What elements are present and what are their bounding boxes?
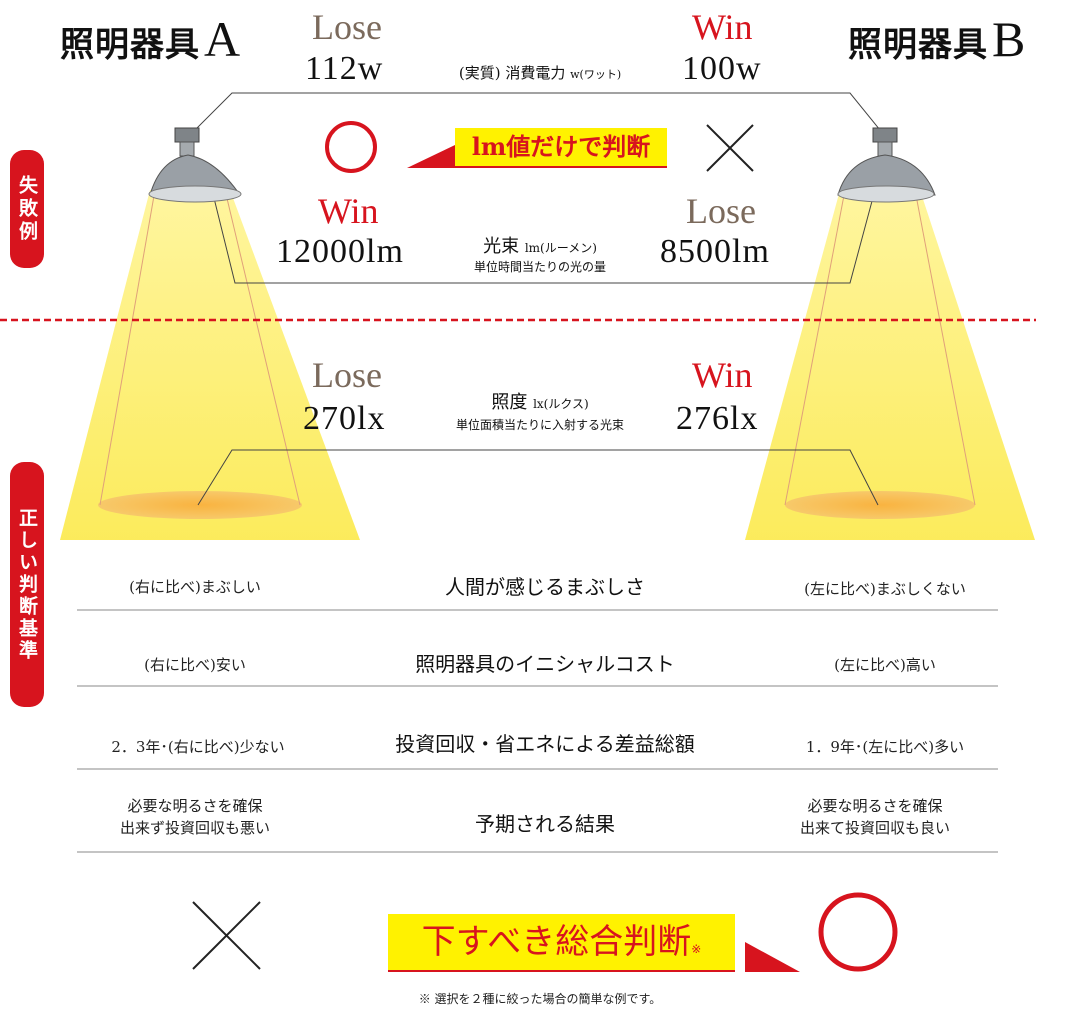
row-cost-left: (右に比べ)安い (144, 656, 246, 674)
beam-a (60, 190, 360, 540)
lamp-a-icon (148, 127, 242, 203)
final-banner-mark: ※ (691, 942, 702, 956)
circle-mark-icon (325, 121, 377, 173)
power-a-verdict: Lose (312, 7, 382, 47)
row-cost-center: 照明器具のイニシャルコスト (415, 652, 675, 676)
row-result-left: 必要な明るさを確保 出来ず投資回収も悪い (119, 797, 270, 837)
lumen-b-verdict: Lose (686, 191, 756, 231)
lux-sub: 単位面積当たりに入射する光束 (455, 418, 624, 432)
footnote: ※ 選択を２種に絞った場合の簡単な例です。 (418, 992, 662, 1006)
lux-a-value: 270lx (303, 400, 386, 437)
lumen-b-value: 8500lm (660, 233, 770, 270)
power-a-value: 112w (305, 50, 384, 87)
row-result-center: 予期される結果 (475, 812, 615, 836)
failure-example-tab: 失敗例 (10, 150, 44, 268)
lumen-label: 光束 lm(ルーメン) (483, 236, 597, 257)
power-b-value: 100w (682, 50, 762, 87)
final-judgement-banner: 下すべき総合判断※ (388, 914, 735, 972)
power-label: (実質) 消費電力 w(ワット) (458, 64, 622, 82)
final-circle-mark-icon (818, 892, 898, 972)
lux-b-value: 276lx (676, 400, 759, 437)
row-result-right: 必要な明るさを確保 出来て投資回収も良い (799, 797, 950, 837)
banner-arrow-icon (407, 145, 455, 168)
lamp-b-icon (837, 127, 936, 203)
light-pool-b (785, 491, 975, 519)
lumen-a-value: 12000lm (276, 233, 404, 270)
fixture-a-letter: A (204, 11, 242, 67)
beam-b (745, 190, 1035, 540)
lux-a-verdict: Lose (312, 355, 382, 395)
final-arrow-icon (745, 942, 800, 972)
row-glare-center: 人間が感じるまぶしさ (445, 575, 645, 599)
power-connector (194, 92, 881, 131)
lux-label: 照度 lx(ルクス) (491, 392, 589, 413)
fixture-b-title: 照明器具B (848, 10, 1026, 68)
fixture-b-letter: B (992, 11, 1027, 67)
lux-unit: lx(ルクス) (533, 397, 589, 411)
lumen-unit: lm(ルーメン) (524, 241, 597, 255)
cross-mark-icon (706, 124, 754, 172)
lumen-sub: 単位時間当たりの光の量 (473, 260, 606, 274)
row-cost-right: (左に比べ)高い (834, 656, 936, 674)
lux-b-verdict: Win (692, 355, 753, 395)
row-roi-right: 1．9年･(左に比べ)多い (805, 738, 965, 756)
fixture-a-label: 照明器具 (60, 25, 200, 65)
row-roi-left: 2．3年･(右に比べ)少ない (111, 738, 285, 756)
final-cross-mark-icon (192, 901, 261, 970)
power-b-verdict: Win (692, 7, 753, 47)
row-glare-left: (右に比べ)まぶしい (129, 578, 261, 596)
lumen-a-verdict: Win (318, 191, 379, 231)
correct-criteria-tab: 正しい判断基準 (10, 462, 44, 707)
fixture-b-label: 照明器具 (848, 25, 988, 65)
lux-connector (197, 449, 879, 506)
row-roi-center: 投資回収・省エネによる差益総額 (395, 732, 695, 756)
light-pool-a (98, 491, 302, 519)
lumen-banner: lm値だけで判断 (455, 128, 667, 168)
fixture-a-title: 照明器具A (60, 10, 241, 68)
power-unit: w(ワット) (570, 68, 622, 81)
row-glare-right: (左に比べ)まぶしくない (804, 580, 966, 598)
lumen-connector (211, 189, 876, 284)
